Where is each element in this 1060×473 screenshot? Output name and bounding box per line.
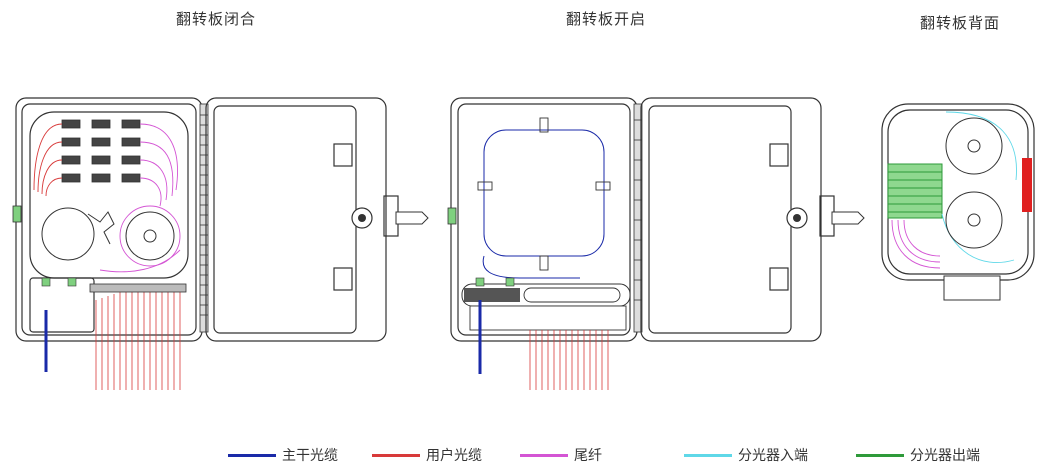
legend: 主干光缆 用户光缆 尾纤 分光器入端 分光器出端	[0, 443, 1060, 467]
legend-label-user: 用户光缆	[426, 448, 482, 464]
closed-latch	[12, 205, 22, 223]
legend-item-splitter-in: 分光器入端	[684, 443, 808, 467]
open-trunk-cable	[475, 277, 515, 374]
legend-item-user: 用户光缆	[372, 443, 482, 467]
title-panel-back: 翻转板背面	[920, 14, 1001, 32]
legend-item-pigtail: 尾纤	[520, 443, 602, 467]
back-pigtails	[891, 219, 941, 269]
legend-item-trunk: 主干光缆	[228, 443, 338, 467]
back-spools	[945, 117, 1003, 249]
diagram-canvas	[12, 97, 1035, 390]
closed-cable-clamp	[89, 283, 187, 293]
legend-swatch-trunk	[228, 453, 276, 457]
legend-item-splitter-out: 分光器出端	[856, 443, 980, 467]
legend-swatch-user	[372, 453, 420, 457]
open-drop-cables	[529, 330, 609, 390]
legend-swatch-splitter-in	[684, 453, 732, 457]
closed-user-fibers	[33, 123, 63, 197]
legend-swatch-pigtail	[520, 453, 568, 457]
title-panel-closed: 翻转板闭合	[176, 10, 257, 28]
closed-drop-cables	[95, 290, 181, 390]
closed-hinge	[199, 103, 209, 333]
legend-label-splitter-in: 分光器入端	[738, 448, 808, 464]
back-red-marker	[1022, 158, 1032, 212]
open-latch	[447, 207, 457, 225]
back-input-fibers	[941, 111, 1017, 264]
legend-label-pigtail: 尾纤	[574, 448, 602, 464]
open-tray-slots	[477, 117, 611, 271]
legend-label-trunk: 主干光缆	[282, 448, 338, 464]
closed-pigtails	[99, 123, 181, 273]
closed-lock-icon	[351, 207, 429, 229]
back-bottom-bracket	[943, 275, 1001, 301]
title-panel-open: 翻转板开启	[566, 10, 647, 28]
open-lock-icon	[786, 207, 865, 229]
legend-swatch-splitter-out	[856, 453, 904, 457]
open-splitter-tray	[461, 283, 631, 331]
closed-spools	[41, 207, 175, 261]
closed-trunk-cable	[41, 277, 77, 372]
back-splitter-out	[887, 163, 943, 219]
legend-label-splitter-out: 分光器出端	[910, 448, 980, 464]
closed-adapters	[61, 119, 141, 183]
